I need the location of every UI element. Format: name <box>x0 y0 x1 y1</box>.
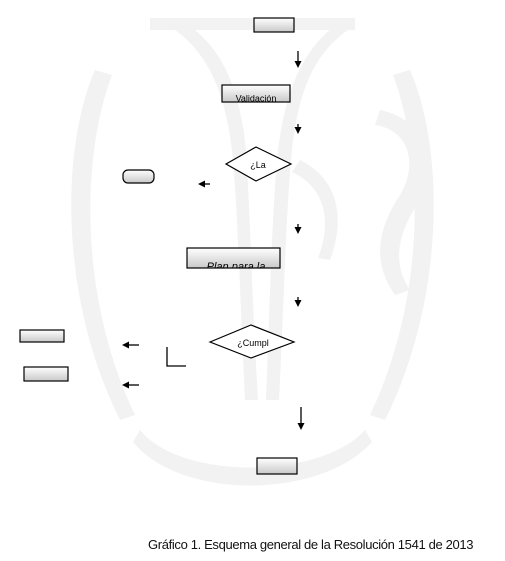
arrow-down-1 <box>294 51 302 68</box>
arrow-left-1 <box>198 180 210 188</box>
outcome-box-1 <box>19 329 65 343</box>
validacion-box: Validación <box>221 84 291 104</box>
arrow-down-2 <box>294 124 302 134</box>
plan-box: Plan para la <box>186 247 281 273</box>
connectors <box>122 51 305 430</box>
outcome-box-2 <box>23 366 69 382</box>
arrow-left-2 <box>122 341 139 349</box>
watermark-emblem <box>71 18 434 486</box>
arrow-down-4 <box>294 297 302 307</box>
decision-cumpl: ¿Cumpl <box>208 324 296 359</box>
arrow-down-3 <box>294 224 302 234</box>
decision-la: ¿La <box>224 146 293 182</box>
elbow-connector <box>166 347 186 367</box>
arrow-down-5 <box>297 407 305 430</box>
decision-la-label: ¿La <box>250 160 266 170</box>
plan-label: Plan para la <box>207 261 266 273</box>
figure-caption: Gráfico 1. Esquema general de la Resoluc… <box>148 537 474 552</box>
process-box-top <box>253 17 295 33</box>
process-box-bottom <box>256 457 298 475</box>
decision-cumpl-label: ¿Cumpl <box>237 338 269 348</box>
validacion-label: Validación <box>236 94 277 104</box>
connector-stub <box>197 170 205 176</box>
terminal-left <box>122 169 155 184</box>
arrow-left-3 <box>122 381 139 389</box>
